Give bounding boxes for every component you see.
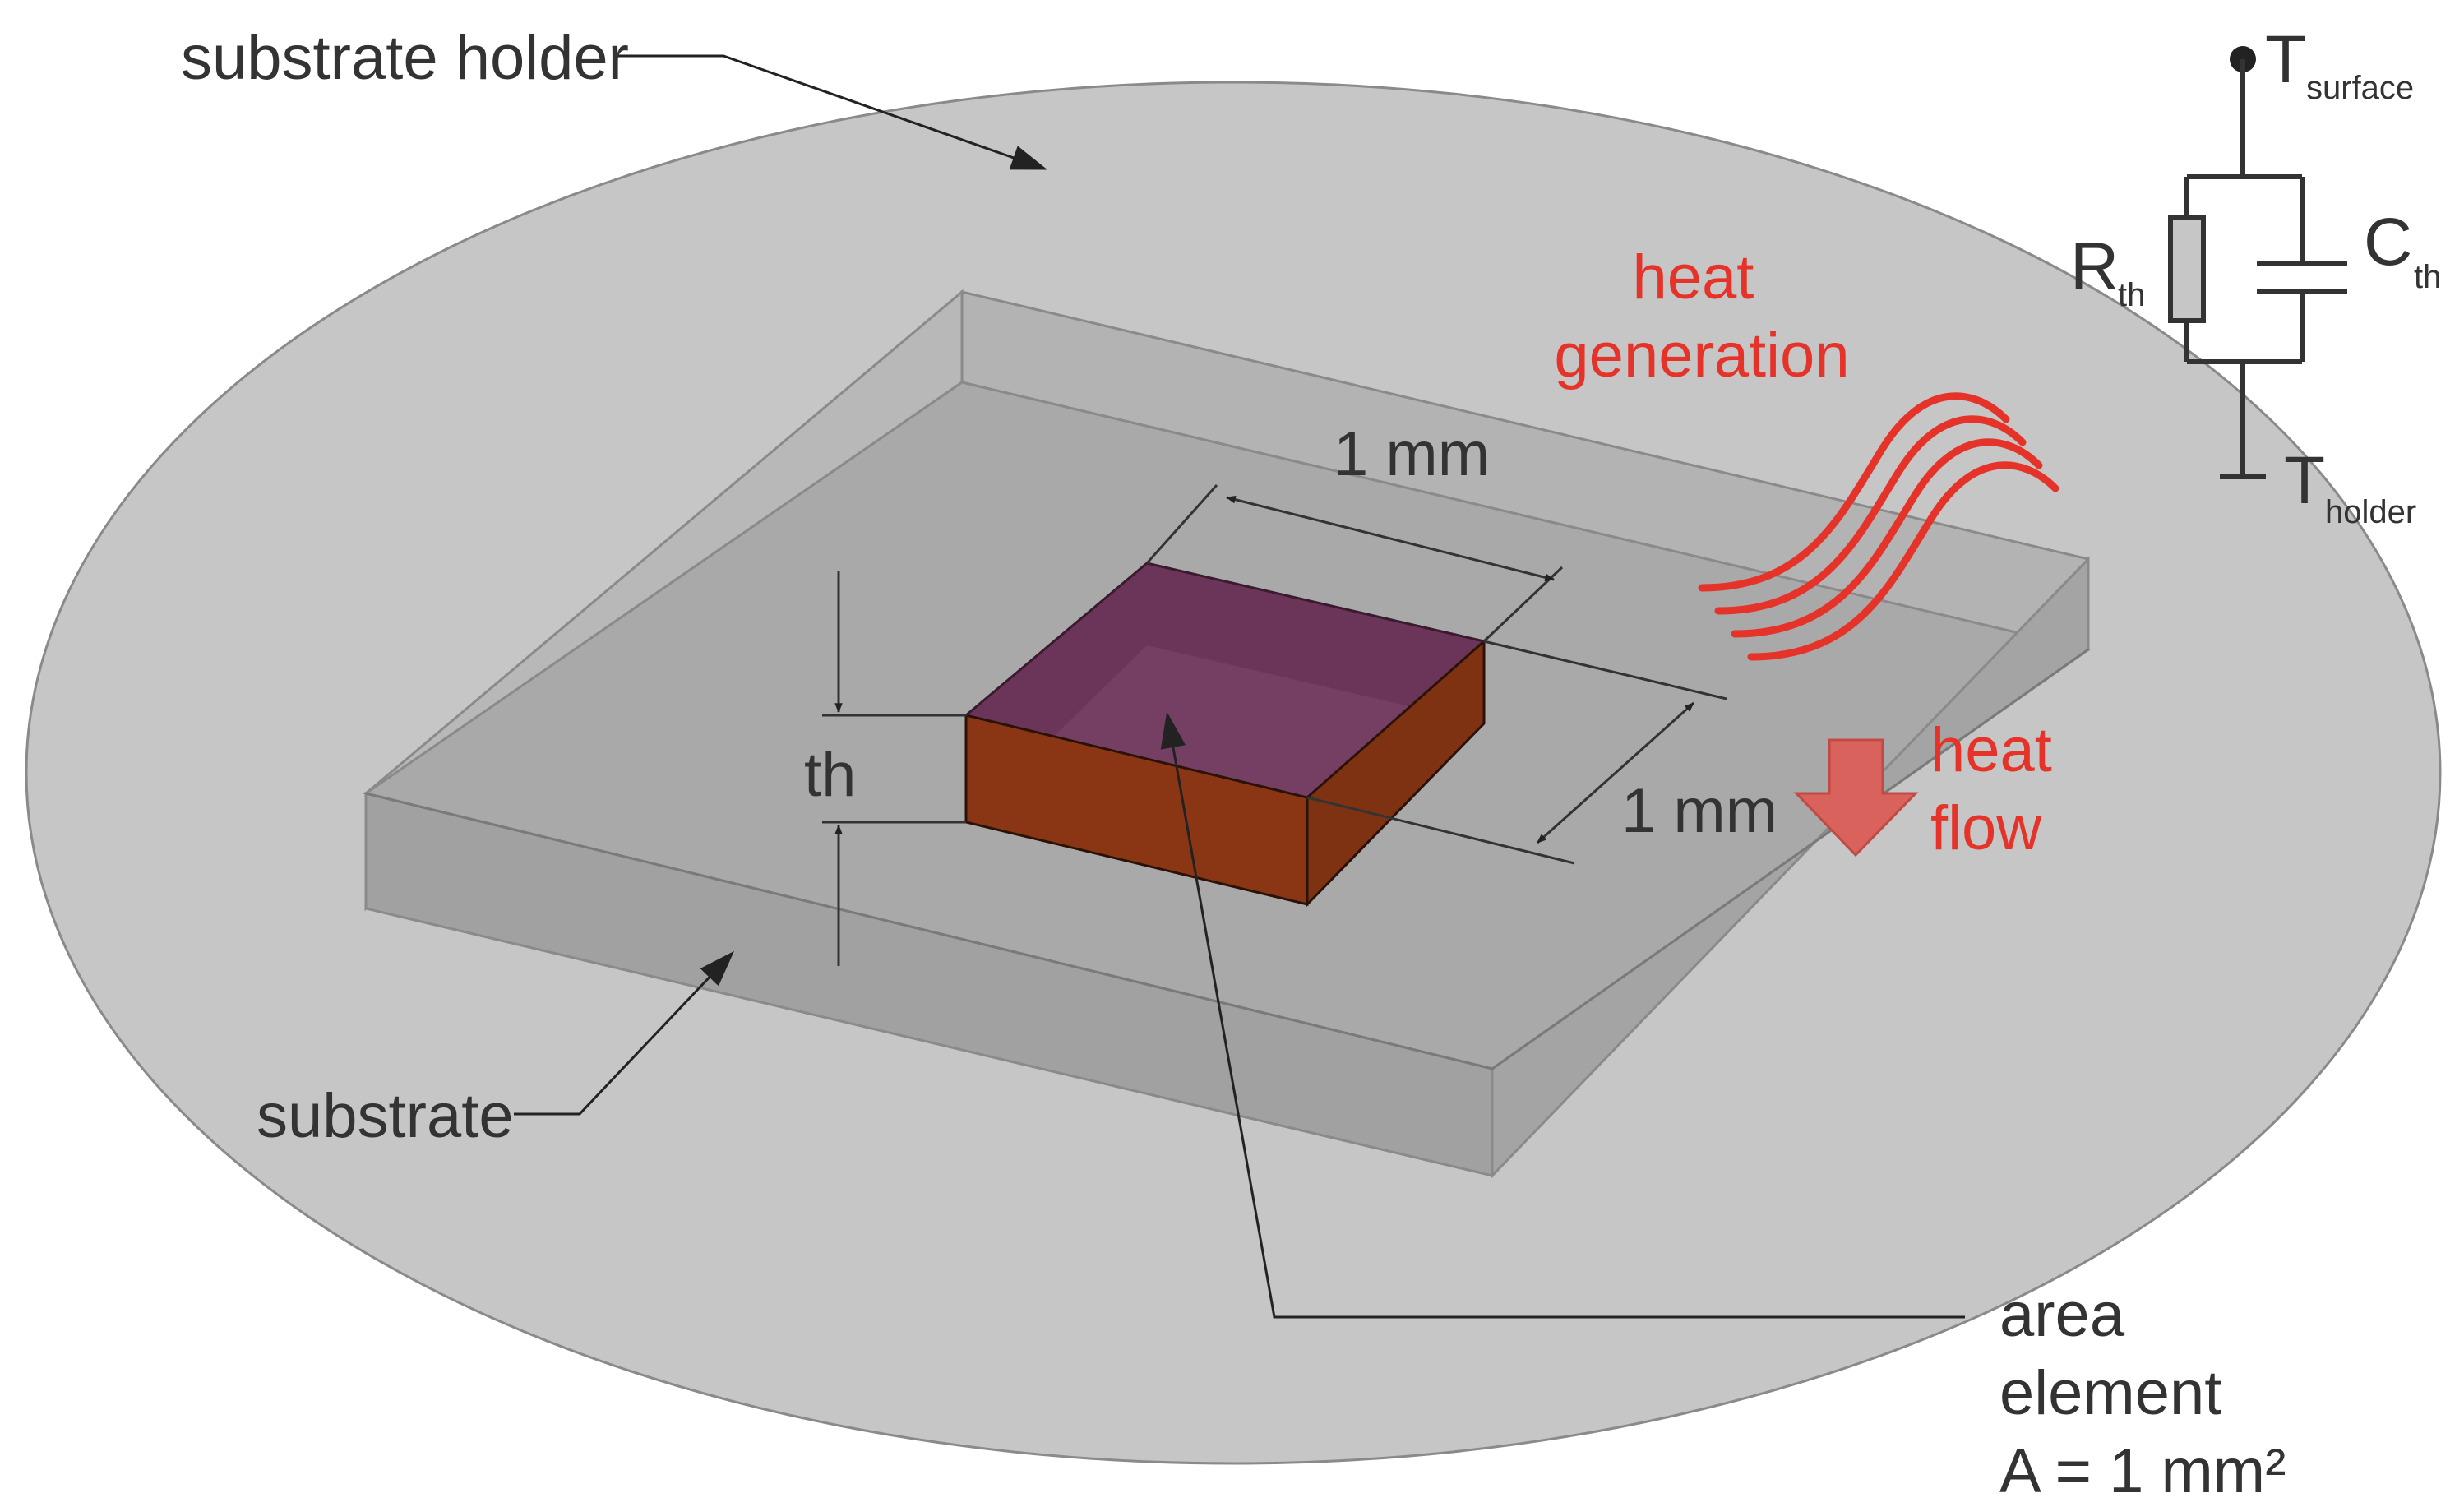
dimension-side-label: 1 mm xyxy=(1621,776,1778,846)
heat-flow-label: heat flow xyxy=(1930,715,2069,863)
area-element-leader xyxy=(1160,711,1965,1319)
dim-arrow-side xyxy=(1536,701,1695,844)
leader-lines xyxy=(514,54,1965,1319)
substrate-leader xyxy=(514,950,735,1116)
resistor-rth xyxy=(2168,215,2206,323)
heat-generation-line2: generation xyxy=(1554,321,1849,391)
t-holder-main: T xyxy=(2284,443,2325,518)
dimension-top-label: 1 mm xyxy=(1334,419,1490,489)
substrate-label: substrate xyxy=(257,1081,514,1151)
thermal-circuit xyxy=(2168,46,2347,479)
heat-generation-label: heat generation xyxy=(1554,243,1849,391)
area-element-line2: element xyxy=(1999,1358,2221,1428)
heat-generation-line1: heat xyxy=(1632,243,1754,312)
t-holder-label: T holder xyxy=(2284,443,2416,530)
heat-flow-line1: heat xyxy=(1930,715,2052,785)
area-element-box xyxy=(964,562,1486,908)
dimension-lines xyxy=(822,483,1727,966)
area-element-line3: A = 1 mm² xyxy=(1999,1436,2286,1506)
t-surface-label: T surface xyxy=(2265,22,2414,106)
r-th-main: R xyxy=(2070,229,2119,304)
heat-flow-arrow xyxy=(1793,738,1919,858)
heat-flow-line2: flow xyxy=(1930,793,2042,863)
r-th-label: R th xyxy=(2070,229,2145,313)
area-element-label: area element A = 1 mm² xyxy=(1999,1280,2286,1506)
c-th-sub: th xyxy=(2414,259,2441,295)
t-surface-sub: surface xyxy=(2306,70,2414,106)
substrate-holder-leader xyxy=(617,54,1048,170)
substrate-holder-label: substrate holder xyxy=(181,23,629,93)
c-th-label: C th xyxy=(2364,205,2441,295)
t-surface-main: T xyxy=(2265,22,2306,97)
dim-arrow-top xyxy=(1225,495,1556,582)
thickness-label: th xyxy=(804,740,856,810)
heat-generation-waves xyxy=(1698,392,2059,661)
area-element-line1: area xyxy=(1999,1280,2125,1350)
c-th-main: C xyxy=(2364,205,2412,280)
r-th-sub: th xyxy=(2118,277,2145,313)
t-holder-sub: holder xyxy=(2325,494,2416,530)
substrate-slab xyxy=(363,289,2092,1179)
element-right-face xyxy=(1306,638,1486,908)
